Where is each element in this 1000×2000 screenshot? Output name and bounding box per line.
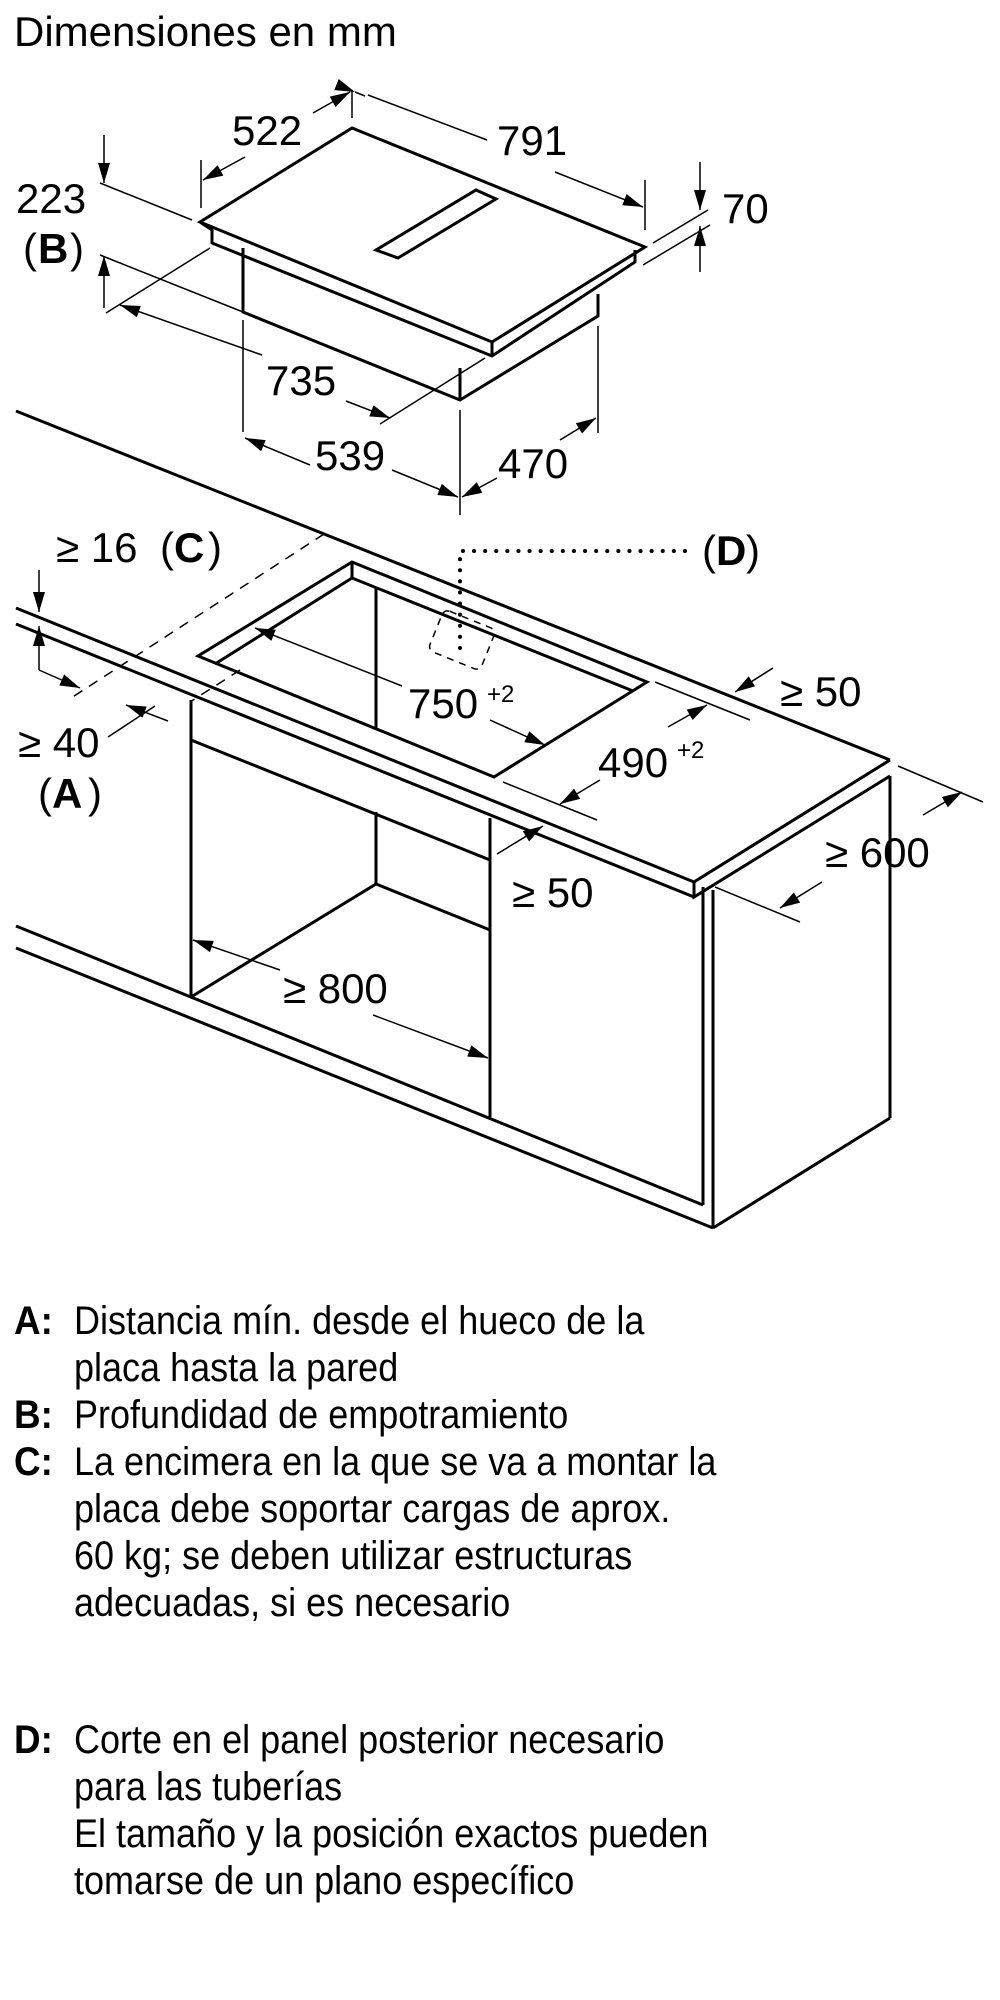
ref-c: C [174, 524, 204, 571]
dim-470: 470 [498, 440, 568, 487]
legend-key-d: D: [14, 1718, 53, 1762]
dim-750: 750 [408, 680, 478, 727]
ref-d: D [716, 527, 746, 574]
dim-ge-50-front: ≥ 50 [512, 869, 593, 916]
hob-drawing: 522 791 70 223 ( B ) 735 [16, 79, 769, 515]
legend: A: Distancia mín. desde el hueco de la p… [14, 1298, 994, 1905]
ref-a-open: ( [38, 770, 52, 817]
dim-ge-600: ≥ 600 [825, 829, 930, 876]
dim-539: 539 [315, 432, 385, 479]
dim-ge-50-rear: ≥ 50 [780, 668, 861, 715]
legend-key-a: A: [14, 1299, 53, 1343]
ref-a: A [52, 770, 82, 817]
dim-735: 735 [266, 357, 336, 404]
dim-490: 490 [598, 739, 668, 786]
ref-d-close: ) [746, 527, 760, 574]
legend-text-a: Distancia mín. desde el hueco de la plac… [74, 1299, 645, 1390]
ref-b-close: ) [70, 225, 84, 272]
ref-b-open: ( [23, 225, 37, 272]
ref-d-open: ( [702, 527, 716, 574]
dim-ge-16: ≥ 16 [56, 524, 137, 571]
legend-item-b: B: Profundidad de empotramiento [14, 1392, 994, 1439]
legend-key-b: B: [14, 1393, 53, 1437]
dim-791: 791 [497, 117, 567, 164]
ref-a-close: ) [88, 770, 102, 817]
ref-b: B [38, 225, 68, 272]
dim-522: 522 [232, 107, 302, 154]
legend-item-c: C: La encimera en la que se va a montar … [14, 1439, 994, 1627]
ref-c-close: ) [208, 524, 222, 571]
dim-223: 223 [16, 175, 86, 222]
legend-text-b: Profundidad de empotramiento [74, 1393, 569, 1437]
legend-text-c: La encimera en la que se va a montar la … [74, 1440, 717, 1625]
installation-diagram: 522 791 70 223 ( B ) 735 [15, 79, 984, 1230]
legend-item-d: D: Corte en el panel posterior necesario… [14, 1717, 994, 1905]
dim-ge-40: ≥ 40 [18, 719, 99, 766]
ref-c-open: ( [160, 524, 174, 571]
dim-70: 70 [722, 185, 769, 232]
dim-490-tolerance: +2 [677, 737, 704, 764]
dim-ge-800: ≥ 800 [283, 965, 388, 1012]
legend-text-d: Corte en el panel posterior necesario pa… [74, 1718, 709, 1903]
legend-item-a: A: Distancia mín. desde el hueco de la p… [14, 1298, 994, 1392]
page-title: Dimensiones en mm [14, 8, 397, 55]
legend-key-c: C: [14, 1440, 53, 1484]
countertop-drawing: ( D ) ≥ 16 ( C ) ≥ 40 ( A ) [15, 409, 984, 1230]
dim-750-tolerance: +2 [487, 681, 514, 708]
